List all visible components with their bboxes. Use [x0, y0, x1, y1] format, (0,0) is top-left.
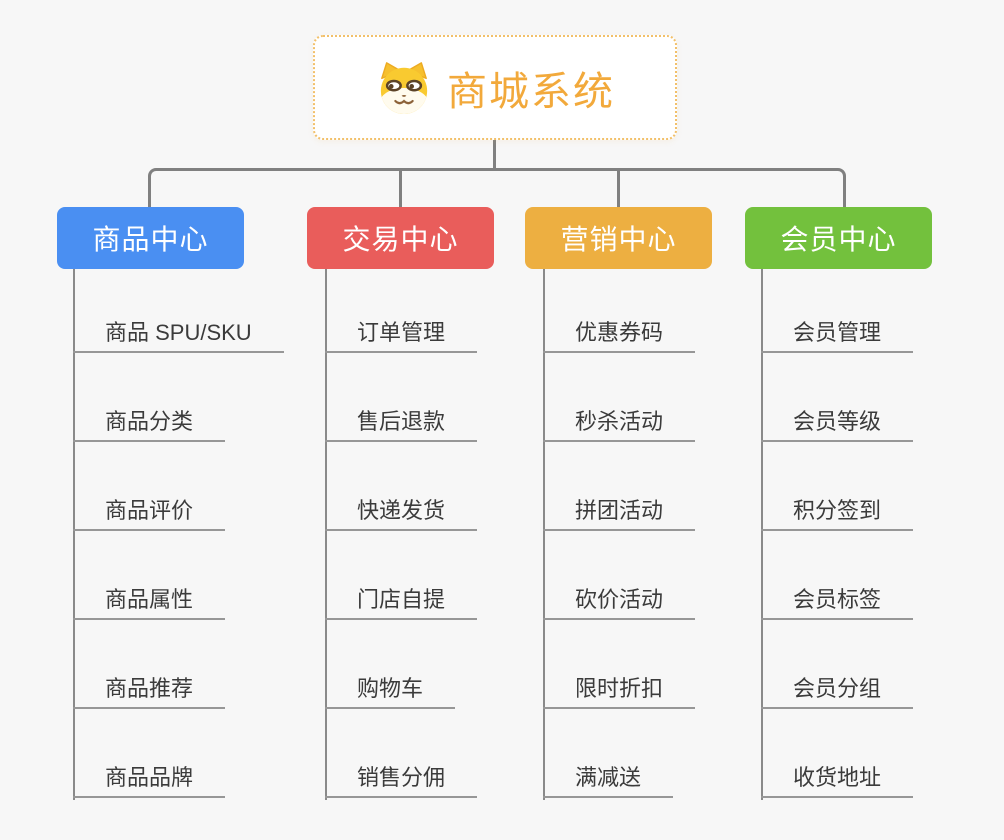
branch-node-marketing-center[interactable]: 营销中心: [525, 207, 712, 269]
branch-node-product-center[interactable]: 商品中心: [57, 207, 244, 269]
leaf-node[interactable]: 满减送: [543, 760, 674, 798]
leaf-node[interactable]: 收货地址: [761, 760, 914, 798]
leaf-node[interactable]: 购物车: [325, 671, 456, 709]
branch-node-label: 会员中心: [780, 224, 897, 255]
leaf-node[interactable]: 商品评价: [73, 493, 226, 531]
leaf-node[interactable]: 销售分佣: [325, 760, 478, 798]
branch-drop-line-3: [617, 170, 620, 208]
leaf-node[interactable]: 商品属性: [73, 582, 226, 620]
leaf-node[interactable]: 商品 SPU/SKU: [73, 315, 284, 353]
leaf-node[interactable]: 售后退款: [325, 404, 478, 442]
leaf-node[interactable]: 会员分组: [761, 671, 914, 709]
trunk-line-member: [761, 269, 763, 800]
leaf-node[interactable]: 商品分类: [73, 404, 226, 442]
leaf-node[interactable]: 砍价活动: [543, 582, 696, 620]
leaf-node[interactable]: 秒杀活动: [543, 404, 696, 442]
trunk-line-marketing: [543, 269, 545, 800]
leaf-node[interactable]: 拼团活动: [543, 493, 696, 531]
leaf-node[interactable]: 会员管理: [761, 315, 914, 353]
trunk-line-product: [73, 269, 75, 800]
branch-rail-line: [148, 168, 846, 208]
shiba-dog-icon: [380, 61, 428, 114]
root-node-title: 商城系统: [447, 69, 615, 114]
leaf-node[interactable]: 会员标签: [761, 582, 914, 620]
trunk-line-trade: [325, 269, 327, 800]
leaf-node[interactable]: 商品推荐: [73, 671, 226, 709]
root-node-mall-system[interactable]: 商城系统: [313, 35, 677, 140]
leaf-node[interactable]: 优惠券码: [543, 315, 696, 353]
branch-node-trade-center[interactable]: 交易中心: [307, 207, 494, 269]
branch-node-member-center[interactable]: 会员中心: [745, 207, 932, 269]
branch-node-label: 交易中心: [342, 224, 459, 255]
branch-node-label: 商品中心: [92, 224, 209, 255]
root-stem-line: [493, 138, 496, 169]
leaf-node[interactable]: 会员等级: [761, 404, 914, 442]
leaf-node[interactable]: 门店自提: [325, 582, 478, 620]
leaf-node[interactable]: 商品品牌: [73, 760, 226, 798]
leaf-node[interactable]: 快递发货: [325, 493, 478, 531]
leaf-node[interactable]: 限时折扣: [543, 671, 696, 709]
leaf-node[interactable]: 积分签到: [761, 493, 914, 531]
leaf-node[interactable]: 订单管理: [325, 315, 478, 353]
branch-drop-line-2: [399, 170, 402, 208]
branch-node-label: 营销中心: [560, 224, 677, 255]
